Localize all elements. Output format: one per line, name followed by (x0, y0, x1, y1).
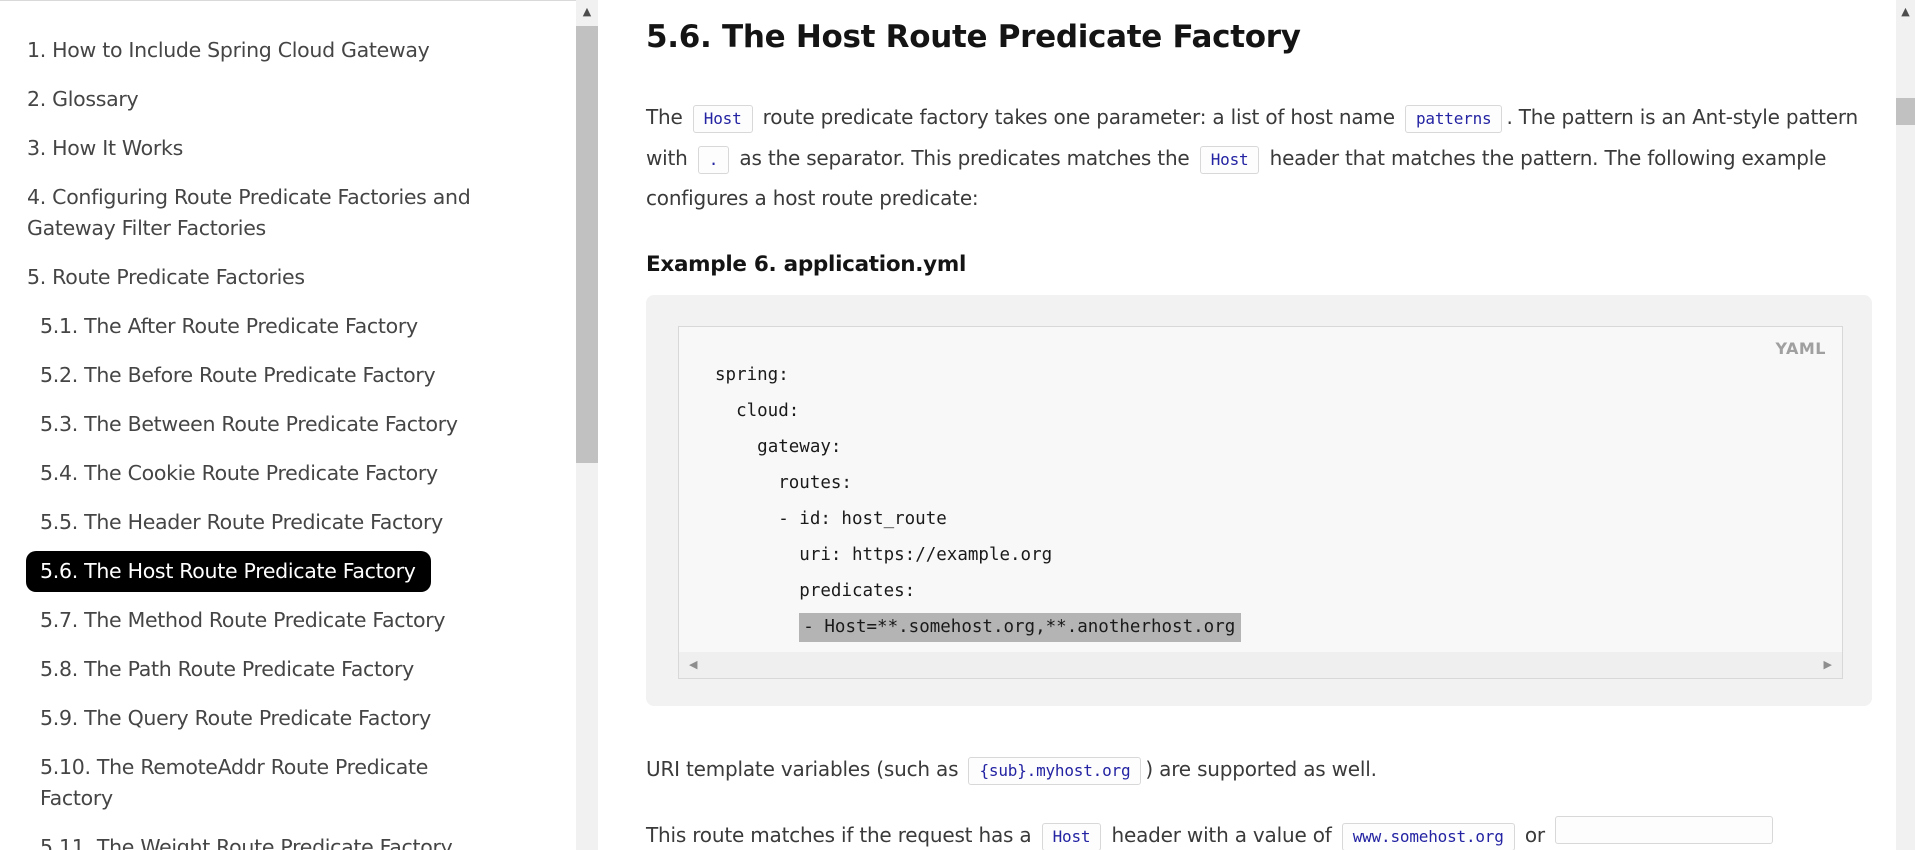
inline-code: Host (692, 105, 753, 133)
inline-code: Host (1199, 145, 1260, 174)
sidebar-item-label: 1. How to Include Spring Cloud Gateway (27, 38, 430, 62)
scroll-left-arrow-icon[interactable]: ◀ (689, 657, 698, 671)
sidebar-item[interactable]: 5.1. The After Route Predicate Factory (0, 311, 576, 342)
sidebar-item[interactable]: 5.3. The Between Route Predicate Factory (0, 409, 576, 440)
main-content: 5.6. The Host Route Predicate Factory Th… (598, 0, 1896, 850)
sidebar-item[interactable]: 5.11. The Weight Route Predicate Factory (0, 832, 576, 850)
sidebar-item[interactable]: 5.2. The Before Route Predicate Factory (0, 360, 576, 391)
sidebar-scrollbar[interactable]: ▲ (576, 0, 598, 850)
sidebar-item-label: 5.10. The RemoteAddr Route Predicate Fac… (40, 755, 429, 810)
sidebar-item[interactable]: 5. Route Predicate Factories (0, 262, 576, 293)
sidebar-item-label: 5.1. The After Route Predicate Factory (40, 314, 418, 338)
sidebar-item[interactable]: 5.5. The Header Route Predicate Factory (0, 507, 576, 538)
sidebar-item-label: 5.6. The Host Route Predicate Factory (26, 551, 431, 592)
sidebar-item-label: 5.11. The Weight Route Predicate Factory (40, 835, 453, 850)
code-block: YAML spring: cloud: gateway: routes: - i… (646, 294, 1872, 706)
sidebar-item-label: 5. Route Predicate Factories (27, 265, 305, 289)
sidebar-item-label: 5.8. The Path Route Predicate Factory (40, 657, 414, 681)
inline-code (1555, 816, 1774, 844)
page-scrollbar[interactable]: ▲ (1896, 0, 1915, 850)
sidebar-item[interactable]: 5.7. The Method Route Predicate Factory (0, 605, 576, 636)
inline-code: {sub}.myhost.org (968, 756, 1142, 785)
page-title: 5.6. The Host Route Predicate Factory (646, 19, 1301, 55)
sidebar-item-label: 5.5. The Header Route Predicate Factory (40, 510, 443, 534)
page-scrollbar-thumb[interactable] (1896, 98, 1915, 125)
sidebar-item[interactable]: 5.9. The Query Route Predicate Factory (0, 703, 576, 734)
sidebar-item-label: 2. Glossary (27, 87, 139, 111)
code-line: - id: host_route (778, 508, 947, 529)
sidebar-item[interactable]: 5.8. The Path Route Predicate Factory (0, 654, 576, 685)
toc-list: 1. How to Include Spring Cloud Gateway 2.… (0, 1, 576, 850)
sidebar-item[interactable]: 4. Configuring Route Predicate Factories… (0, 182, 576, 244)
sidebar-item-label: 5.3. The Between Route Predicate Factory (40, 412, 458, 436)
code-line: cloud: (736, 400, 800, 421)
code-language-label: YAML (1775, 338, 1826, 358)
example-title: Example 6. application.yml (646, 251, 967, 277)
inline-code: . (697, 145, 730, 174)
sidebar-item-label: 3. How It Works (27, 136, 184, 160)
scroll-right-arrow-icon[interactable]: ▶ (1823, 657, 1832, 671)
sidebar-item-label: 5.9. The Query Route Predicate Factory (40, 706, 431, 730)
inline-code: www.somehost.org (1341, 823, 1515, 850)
code-line: routes: (778, 472, 852, 493)
sidebar-item[interactable]: 3. How It Works (0, 133, 576, 164)
sidebar-item-label: 5.4. The Cookie Route Predicate Factory (40, 461, 438, 485)
code-block-inner: YAML spring: cloud: gateway: routes: - i… (678, 325, 1843, 679)
code-line-highlighted: - Host=**.somehost.org,**.anotherhost.or… (715, 609, 1822, 645)
sidebar-item-label: 5.7. The Method Route Predicate Factory (40, 608, 446, 632)
sidebar-item-label: 5.2. The Before Route Predicate Factory (40, 363, 436, 387)
paragraph: The Host route predicate factory takes o… (646, 105, 1859, 210)
sidebar-item[interactable]: 2. Glossary (0, 84, 576, 115)
code-line: spring: (715, 364, 789, 385)
code-horizontal-scrollbar[interactable]: ◀ ▶ (679, 651, 1842, 678)
code-line: uri: https://example.org (799, 544, 1053, 565)
sidebar-item[interactable]: 1. How to Include Spring Cloud Gateway (0, 35, 576, 66)
inline-code: patterns (1404, 105, 1503, 133)
code-line: predicates: (799, 580, 916, 601)
paragraph: This route matches if the request has a … (646, 816, 1860, 850)
code-content: spring: cloud: gateway: routes: - id: ho… (679, 327, 1842, 645)
scroll-up-arrow-icon[interactable]: ▲ (582, 5, 592, 18)
sidebar-item[interactable]: 5.4. The Cookie Route Predicate Factory (0, 458, 576, 489)
toc-sidebar: 1. How to Include Spring Cloud Gateway 2.… (0, 0, 576, 850)
code-line: gateway: (757, 436, 842, 457)
sidebar-item-label: 4. Configuring Route Predicate Factories… (27, 185, 471, 240)
sidebar-item-active[interactable]: 5.6. The Host Route Predicate Factory (0, 551, 576, 592)
paragraph: URI template variables (such as {sub}.my… (646, 750, 1860, 791)
inline-code: Host (1041, 823, 1102, 850)
scroll-up-arrow-icon[interactable]: ▲ (1901, 5, 1910, 18)
sidebar-item[interactable]: 5.10. The RemoteAddr Route Predicate Fac… (0, 752, 576, 814)
sidebar-scrollbar-thumb[interactable] (576, 26, 598, 463)
